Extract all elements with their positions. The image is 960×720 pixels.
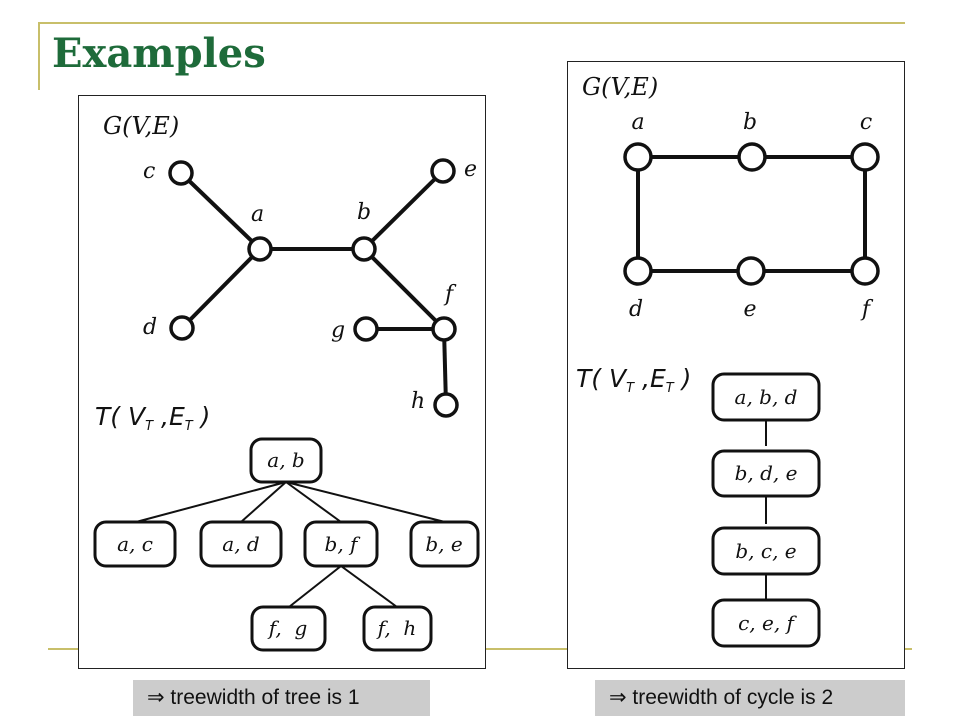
tree-example-panel: G(V,E) c e a b f d g h T( VT ,ET )	[78, 95, 486, 669]
node-f	[850, 256, 880, 286]
node-d	[623, 256, 653, 286]
bag-edge-ab-ac	[135, 481, 287, 523]
bag-be	[409, 520, 480, 568]
bag-ac	[93, 520, 177, 568]
bag-label-bce: b, c, e	[735, 539, 796, 563]
bag-label-fg: f, g	[267, 616, 308, 640]
node-label-c: c	[143, 159, 155, 184]
node-label-c: c	[860, 110, 872, 135]
top-rule	[40, 22, 905, 24]
bag-cef	[711, 598, 821, 648]
edge-d-a	[180, 247, 262, 330]
bag-edge-bf-fg	[288, 565, 342, 608]
node-label-e: e	[743, 297, 756, 322]
node-label-g: g	[331, 318, 345, 343]
bag-fh	[362, 605, 433, 652]
node-b	[351, 236, 377, 262]
node-g	[353, 316, 379, 342]
bag-ad	[199, 520, 283, 568]
bag-edge-ab-ad	[240, 481, 287, 523]
tree-graph-label: G(V,E)	[103, 112, 179, 140]
bag-fg	[250, 605, 327, 652]
node-label-e: e	[464, 157, 477, 182]
bag-label-fh: f, h	[376, 616, 417, 640]
node-c	[850, 142, 880, 172]
node-label-d: d	[629, 297, 643, 322]
bag-edge-ab-be	[285, 481, 446, 523]
node-label-a: a	[631, 110, 644, 135]
bag-label-abd: a, b, d	[735, 385, 798, 409]
node-e	[736, 256, 766, 286]
node-d	[169, 315, 195, 341]
bag-ab	[249, 437, 323, 484]
edge-b-e	[362, 169, 445, 251]
node-a	[247, 236, 273, 262]
bag-label-ab: a, b	[267, 448, 304, 472]
bag-edge-ab-bf	[285, 481, 342, 523]
node-label-d: d	[143, 315, 157, 340]
node-h	[433, 392, 459, 418]
bag-bce	[711, 526, 821, 576]
node-label-a: a	[251, 202, 264, 227]
cycle-graph-label: G(V,E)	[582, 73, 658, 101]
bag-label-be: b, e	[425, 532, 462, 556]
bag-abd	[711, 372, 821, 422]
bag-label-bf: b, f	[325, 532, 362, 556]
bag-label-ad: a, d	[222, 532, 259, 556]
node-a	[623, 142, 653, 172]
node-label-f: f	[860, 297, 874, 322]
slide-title: Examples	[52, 30, 266, 77]
cycle-decomposition-label: T( VT ,ET )	[576, 364, 691, 396]
node-b	[737, 142, 767, 172]
bag-label-ac: a, c	[117, 532, 153, 556]
bag-label-cef: c, e, f	[738, 611, 797, 635]
node-label-b: b	[743, 110, 757, 135]
bag-edge-bf-fh	[340, 565, 398, 608]
bag-bf	[303, 520, 379, 568]
tree-decomposition-label: T( VT ,ET )	[95, 402, 210, 434]
node-c	[168, 160, 194, 186]
left-rule	[38, 22, 40, 90]
node-e	[430, 158, 456, 184]
node-f	[431, 316, 457, 342]
edge-b-f	[362, 247, 446, 331]
cycle-treewidth-caption: ⇒ treewidth of cycle is 2	[595, 680, 905, 716]
node-label-f: f	[443, 282, 457, 307]
tree-example-diagram: G(V,E) c e a b f d g h T( VT ,ET )	[93, 112, 480, 652]
tree-treewidth-caption: ⇒ treewidth of tree is 1	[133, 680, 430, 716]
node-label-h: h	[411, 389, 425, 414]
cycle-example-panel: G(V,E) a b c d e f T( VT ,ET ) a, b, d	[567, 61, 905, 669]
cycle-example-diagram: G(V,E) a b c d e f T( VT ,ET ) a, b, d	[576, 73, 880, 648]
node-label-b: b	[357, 200, 371, 225]
bag-label-bde: b, d, e	[735, 461, 798, 485]
bag-bde	[711, 449, 821, 498]
edge-c-a	[179, 171, 262, 251]
